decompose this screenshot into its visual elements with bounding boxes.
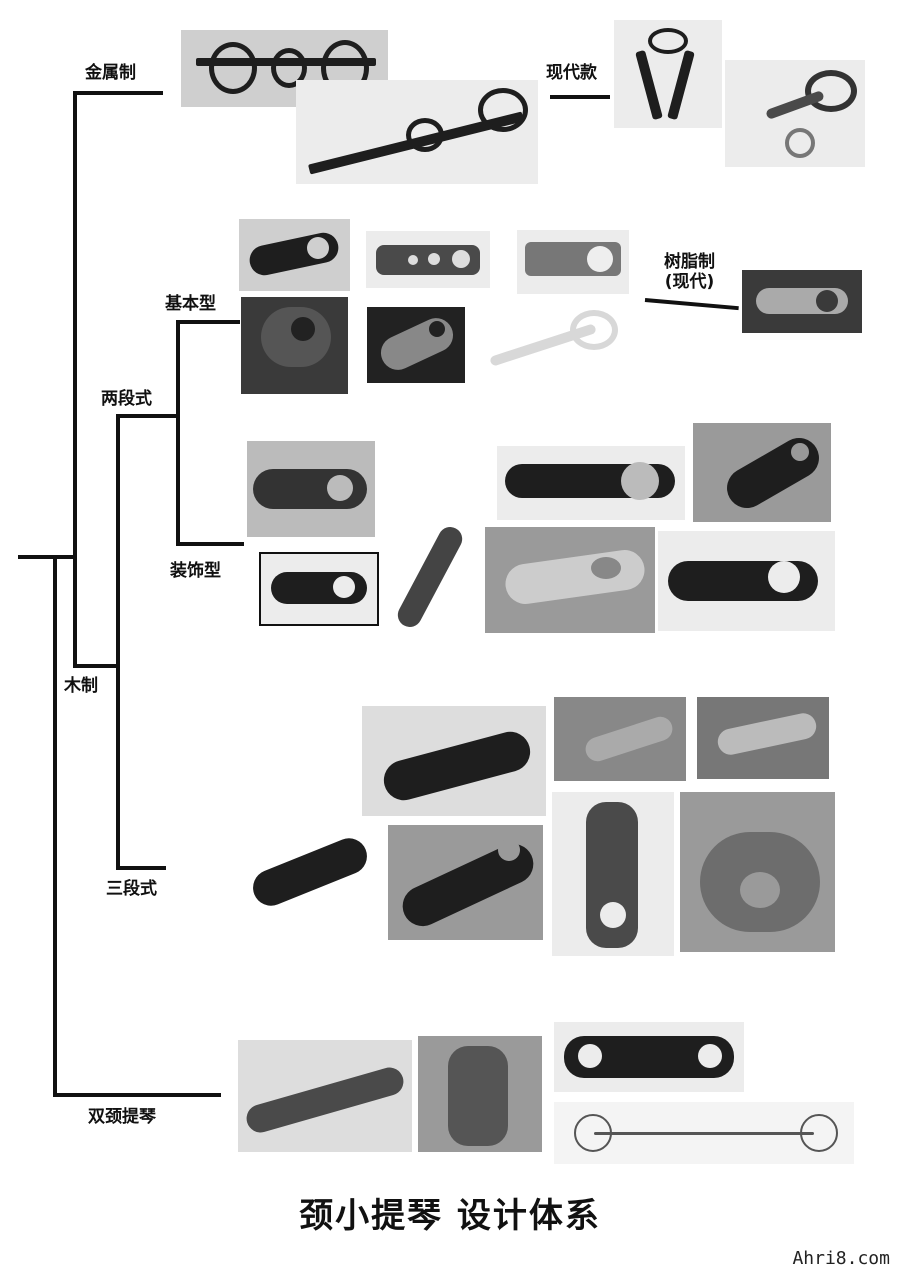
photo-modern-2 <box>725 60 865 167</box>
photo-double-3 <box>554 1022 744 1092</box>
trunk-wood <box>116 414 120 870</box>
photo-deco-5 <box>388 512 473 632</box>
photo-metal-1 <box>181 30 388 107</box>
photo-three-6 <box>552 792 674 956</box>
trunk-metal-wood <box>73 91 77 668</box>
photo-basic-6 <box>480 300 620 388</box>
photo-double-2 <box>418 1036 542 1152</box>
photo-basic-4 <box>241 297 348 394</box>
branch-three-part <box>116 866 166 870</box>
page-title: 颈小提琴 设计体系 <box>299 1196 601 1236</box>
photo-double-1 <box>238 1040 412 1152</box>
photo-three-3 <box>697 697 829 779</box>
photo-basic-3 <box>517 230 629 294</box>
photo-basic-5 <box>367 307 465 383</box>
photo-three-5 <box>388 825 543 940</box>
branch-decorative <box>176 542 244 546</box>
label-double: 双颈提琴 <box>88 1107 156 1127</box>
photo-three-1 <box>362 706 546 816</box>
photo-deco-2 <box>497 446 685 520</box>
photo-deco-1 <box>247 441 375 537</box>
photo-three-2 <box>554 697 686 781</box>
branch-wood <box>73 664 120 668</box>
photo-resin <box>742 270 862 333</box>
label-metal: 金属制 <box>85 63 136 83</box>
label-resin-line1: 树脂制 <box>664 252 715 272</box>
label-two-part: 两段式 <box>101 389 152 409</box>
photo-double-4 <box>554 1102 854 1164</box>
watermark: Ahri8.com <box>792 1248 890 1269</box>
branch-resin <box>644 298 739 311</box>
trunk-double <box>53 555 57 1097</box>
branch-metal <box>73 91 163 95</box>
photo-basic-2 <box>366 231 490 288</box>
root-branch <box>18 555 77 559</box>
label-modern: 现代款 <box>546 63 597 83</box>
branch-double <box>53 1093 221 1097</box>
photo-deco-7 <box>658 531 835 631</box>
label-resin-line2: (现代) <box>664 271 715 292</box>
label-basic: 基本型 <box>165 294 216 314</box>
photo-three-4 <box>240 830 380 910</box>
branch-two-part <box>116 414 180 418</box>
label-decorative: 装饰型 <box>170 561 221 581</box>
photo-modern-1 <box>614 20 722 128</box>
photo-basic-1 <box>239 219 350 291</box>
photo-metal-2 <box>296 80 538 184</box>
photo-deco-4 <box>259 552 379 626</box>
label-three-part: 三段式 <box>106 879 157 899</box>
photo-three-7 <box>680 792 835 952</box>
label-wood: 木制 <box>64 676 98 696</box>
branch-basic <box>176 320 240 324</box>
label-resin: 树脂制 (现代) <box>664 252 715 292</box>
trunk-two-part <box>176 320 180 546</box>
photo-deco-6 <box>485 527 655 633</box>
photo-deco-3 <box>693 423 831 522</box>
branch-modern <box>550 95 610 99</box>
